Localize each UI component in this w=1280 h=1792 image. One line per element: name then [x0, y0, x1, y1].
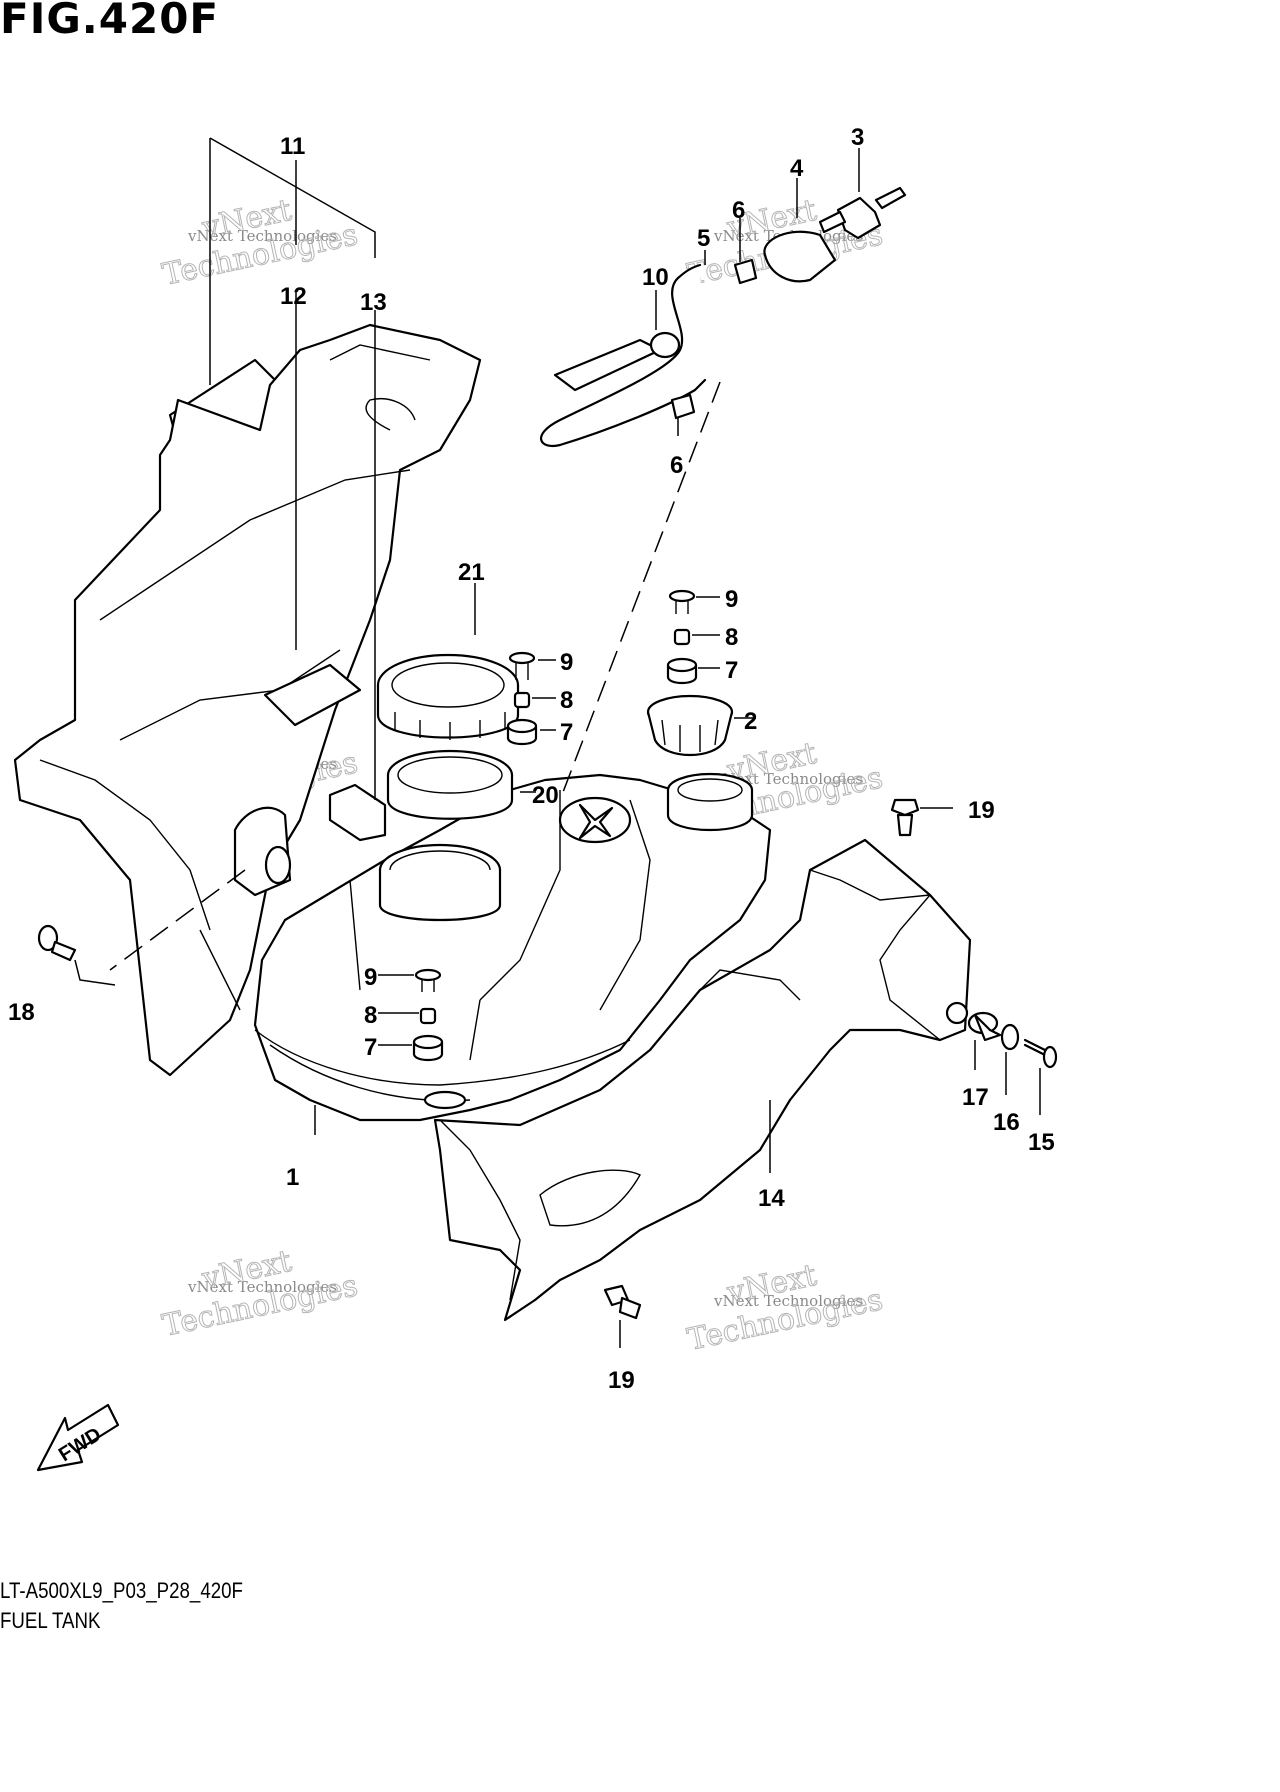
- svg-text:vNext Technologies: vNext Technologies: [713, 1292, 863, 1310]
- fuel-pump-lock-ring: [376, 653, 520, 740]
- watermark-bottom-right: vNext Technologies Technologies vNext: [684, 1257, 886, 1358]
- callout-9-center: 9: [560, 649, 573, 676]
- heat-insulator-pad: [263, 663, 362, 727]
- watermark-top-left: vNext Technologies Technologies vNext: [159, 192, 361, 293]
- callout-3: 3: [851, 124, 864, 151]
- callout-19-bottom: 19: [608, 1367, 635, 1394]
- grommet-stack-lower: [412, 968, 444, 1062]
- callout-6-lower: 6: [670, 452, 683, 479]
- forward-direction-arrow: FWD: [36, 1403, 120, 1472]
- callout-15: 15: [1028, 1129, 1055, 1156]
- breather-separator: [763, 230, 837, 283]
- callout-21: 21: [458, 559, 485, 586]
- fuel-tank: [253, 772, 772, 1122]
- callout-labels: 1 2 3 4 5 6 6 7 7 7 8 8 8 9 9 9 10 11 12…: [8, 124, 1055, 1394]
- callout-19-right: 19: [968, 797, 995, 824]
- callout-7-right: 7: [725, 657, 738, 684]
- figure-code: LT-A500XL9_P03_P28_420F: [0, 1578, 243, 1603]
- leader-lines: [74, 137, 1041, 1348]
- svg-text:vNext Technologies: vNext Technologies: [713, 770, 863, 788]
- washer-16: [1000, 1023, 1020, 1051]
- bolt-15: [1023, 1038, 1058, 1069]
- callout-2: 2: [744, 708, 757, 735]
- svg-text:vNext Technologies: vNext Technologies: [187, 227, 337, 245]
- bolt-18: [37, 924, 77, 962]
- fuel-cap: [646, 694, 734, 757]
- clip-19-bottom: [603, 1284, 642, 1320]
- callout-18: 18: [8, 999, 35, 1026]
- fuel-pump-outlet: [233, 806, 292, 897]
- collar-17: [967, 1011, 1002, 1042]
- clip-19-right: [890, 798, 920, 837]
- hose-clamp-lower: [670, 393, 696, 420]
- callout-17: 17: [962, 1084, 989, 1111]
- right-frame-cover: [433, 838, 972, 1322]
- callout-9-right: 9: [725, 586, 738, 613]
- callout-7-center: 7: [560, 719, 573, 746]
- hose-clamp-upper: [733, 258, 758, 285]
- callout-9-lower: 9: [364, 964, 377, 991]
- fuel-pump-plate: [386, 749, 514, 820]
- callout-8-lower: 8: [364, 1002, 377, 1029]
- svg-text:vNext Technologies: vNext Technologies: [187, 1278, 337, 1296]
- callout-7-lower: 7: [364, 1034, 377, 1061]
- callout-14: 14: [758, 1185, 785, 1212]
- breather-hose: [540, 263, 707, 448]
- grommet-stack-center: [506, 651, 538, 746]
- check-valve: [818, 186, 907, 240]
- callout-1: 1: [286, 1164, 299, 1191]
- cushion-block: [328, 783, 387, 842]
- callout-6-upper: 6: [732, 197, 745, 224]
- callout-12: 12: [280, 283, 307, 310]
- callout-8-center: 8: [560, 687, 573, 714]
- callout-5: 5: [697, 225, 710, 252]
- grommet-stack-right: [666, 589, 698, 685]
- callout-4: 4: [790, 155, 804, 182]
- callout-8-right: 8: [725, 624, 738, 651]
- figure-title: FIG.420F: [0, 0, 220, 43]
- callout-11: 11: [280, 133, 305, 160]
- callout-20: 20: [532, 782, 559, 809]
- callout-10: 10: [642, 264, 669, 291]
- figure-name: FUEL TANK: [0, 1608, 101, 1633]
- callout-16: 16: [993, 1109, 1020, 1136]
- callout-13: 13: [360, 289, 387, 316]
- watermark-bottom-left: vNext Technologies Technologies vNext: [159, 1243, 361, 1344]
